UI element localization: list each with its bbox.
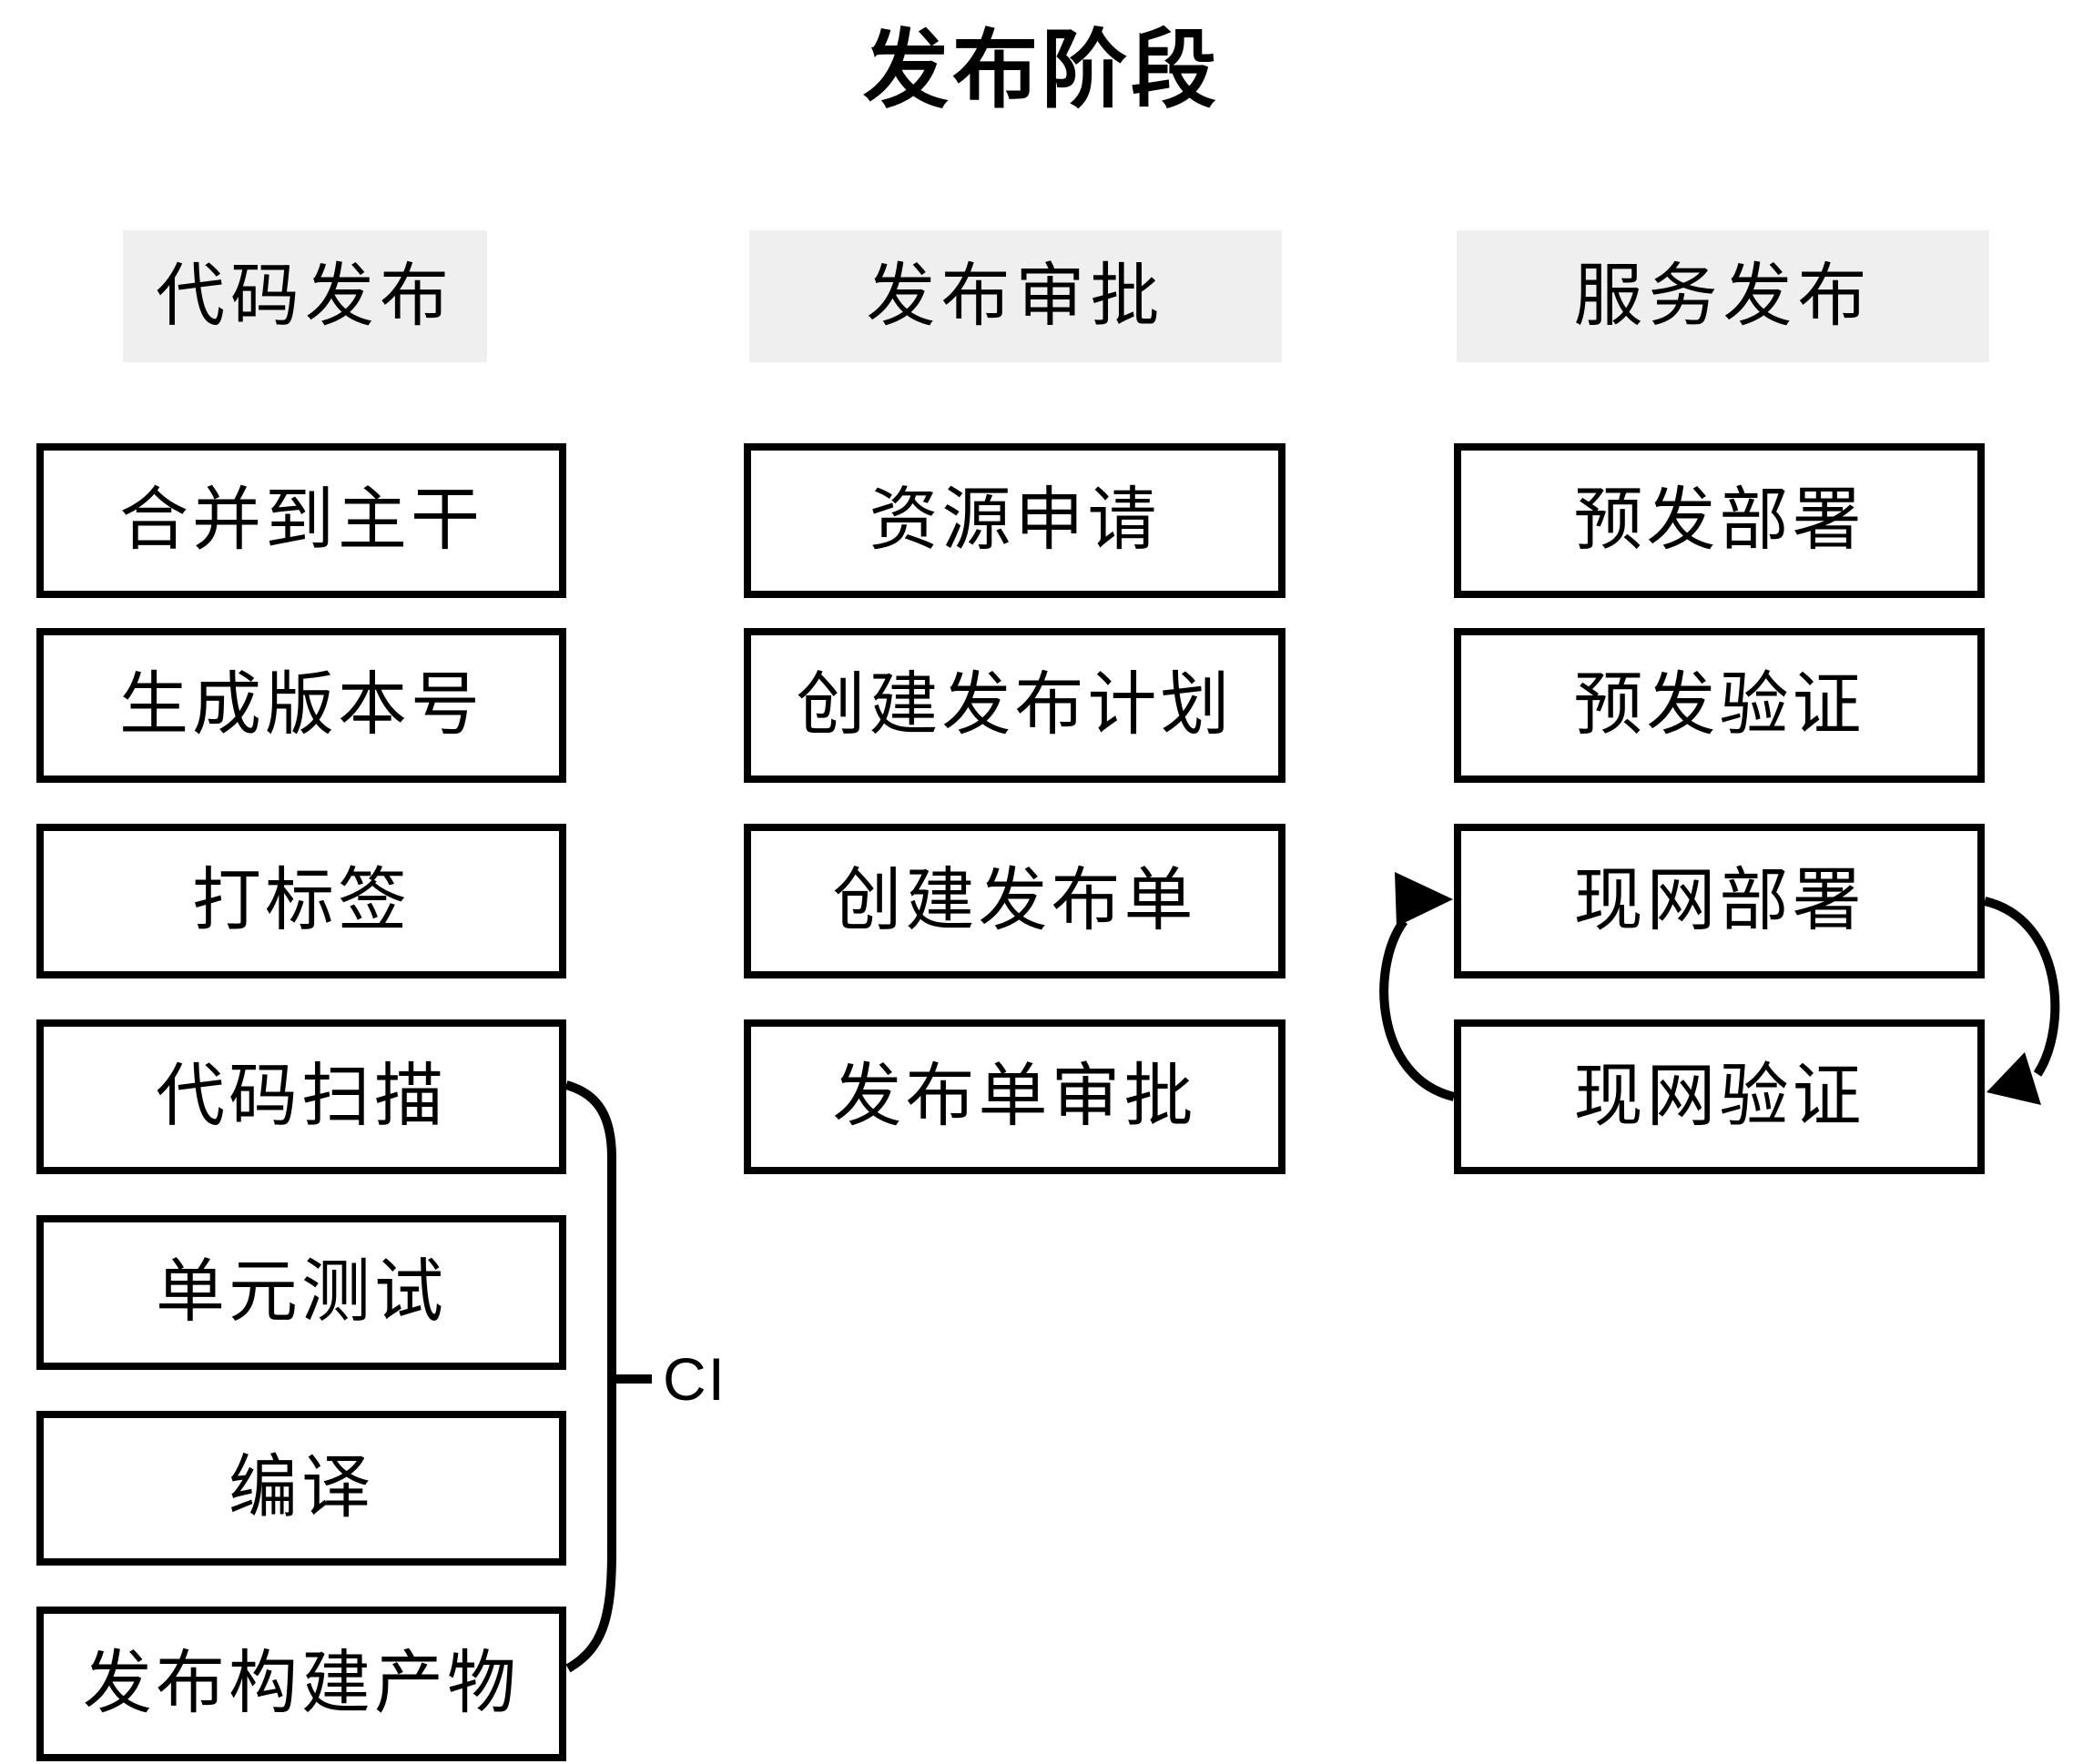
box-generate-version-number: 生成版本号: [36, 628, 566, 783]
arrowhead-down-icon: [1986, 1052, 2041, 1105]
ci-bracket-path: [564, 1080, 616, 1673]
box-create-release-ticket: 创建发布单: [744, 824, 1285, 978]
ci-label: CI: [663, 1345, 727, 1413]
box-code-scan: 代码扫描: [36, 1019, 566, 1174]
box-create-release-plan: 创建发布计划: [744, 628, 1285, 783]
column-header-code-release: 代码发布: [123, 230, 487, 362]
box-compile: 编译: [36, 1411, 566, 1566]
box-tag: 打标签: [36, 824, 566, 978]
box-publish-build-artifact: 发布构建产物: [36, 1607, 566, 1761]
box-release-ticket-approval: 发布单审批: [744, 1019, 1285, 1174]
cycle-arrow-left-path: [1379, 918, 1456, 1101]
page-title: 发布阶段: [862, 22, 1220, 117]
column-header-release-approval: 发布审批: [749, 230, 1282, 362]
box-resource-request: 资源申请: [744, 443, 1285, 598]
cycle-arrow-right-path: [1983, 897, 2060, 1077]
box-unit-test: 单元测试: [36, 1215, 566, 1370]
column-header-service-release: 服务发布: [1457, 230, 1989, 362]
box-merge-to-trunk: 合并到主干: [36, 443, 566, 598]
box-staging-verify: 预发验证: [1454, 628, 1985, 783]
box-staging-deploy: 预发部署: [1454, 443, 1985, 598]
box-production-deploy: 现网部署: [1454, 824, 1985, 978]
ci-bracket: [564, 1080, 652, 1673]
arrowhead-up-icon: [1395, 872, 1453, 927]
cycle-arrow-left: [1379, 872, 1456, 1101]
box-production-verify: 现网验证: [1454, 1019, 1985, 1174]
cycle-arrow-right: [1983, 897, 2060, 1105]
